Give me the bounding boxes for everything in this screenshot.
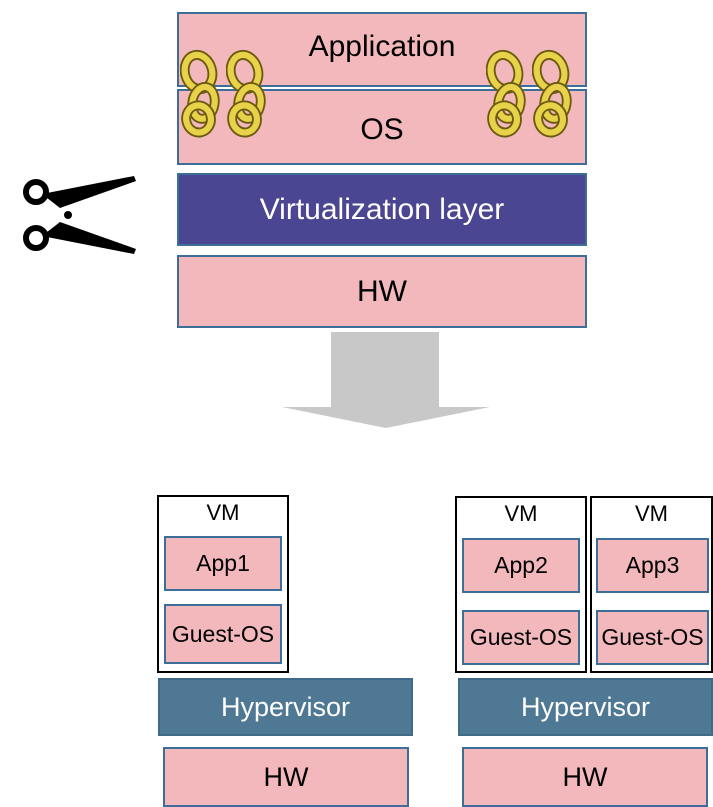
guest-os-box: Guest-OS <box>164 604 282 664</box>
hypervisor-label: Hypervisor <box>220 691 351 722</box>
application-layer: Application <box>177 12 587 87</box>
app-label: App3 <box>625 552 680 578</box>
chain-link-icon <box>486 38 528 148</box>
app-box: App1 <box>164 536 282 591</box>
chain-link-icon <box>226 38 268 148</box>
guest-os-label: Guest-OS <box>469 624 573 650</box>
vm-label: VM <box>504 501 538 526</box>
hypervisor-box: Hypervisor <box>458 678 713 736</box>
vm-label: VM <box>635 501 668 526</box>
top-hw-layer: HW <box>177 255 587 328</box>
app-label: App2 <box>494 552 548 578</box>
hw-label: HW <box>562 761 608 792</box>
guest-os-box: Guest-OS <box>596 610 709 665</box>
application-label: Application <box>308 29 456 63</box>
chain-link-icon <box>180 38 222 148</box>
down-arrow-icon <box>282 332 490 428</box>
chain-link-icon <box>532 38 574 148</box>
hw-label: HW <box>263 761 309 792</box>
scissors-icon <box>23 176 136 254</box>
hypervisor-label: Hypervisor <box>520 691 651 722</box>
virtualization-label: Virtualization layer <box>259 192 505 226</box>
os-label: OS <box>360 113 404 146</box>
app-box: App2 <box>462 538 580 593</box>
hw-box: HW <box>163 747 409 807</box>
vm-label: VM <box>206 500 240 525</box>
guest-os-box: Guest-OS <box>462 610 580 665</box>
hw-box: HW <box>462 747 708 807</box>
guest-os-label: Guest-OS <box>171 620 275 647</box>
hypervisor-box: Hypervisor <box>158 678 413 736</box>
virtualization-layer: Virtualization layer <box>177 173 587 246</box>
app-box: App3 <box>596 538 709 593</box>
guest-os-label: Guest-OS <box>601 624 704 650</box>
top-hw-label: HW <box>357 274 407 308</box>
app-label: App1 <box>196 550 250 576</box>
